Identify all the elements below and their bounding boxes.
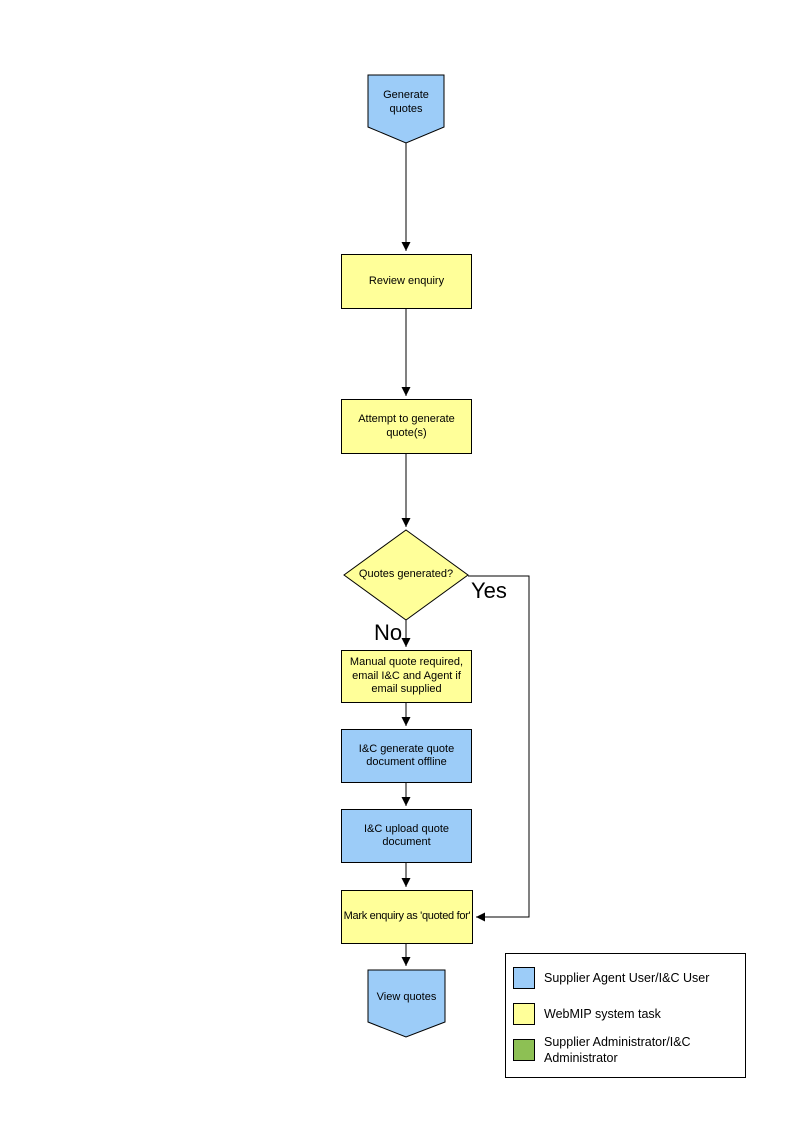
node-start-shape [367, 74, 445, 144]
legend-item-agent-user: Supplier Agent User/I&C User [513, 967, 740, 989]
legend-box: Supplier Agent User/I&C User WebMIP syst… [505, 953, 746, 1078]
legend-swatch-green [513, 1039, 535, 1061]
node-manual-quote: Manual quote required, email I&C and Age… [341, 650, 472, 703]
node-generate-offline: I&C generate quote document offline [341, 729, 472, 783]
yes-branch-label: Yes [471, 578, 507, 603]
node-review-enquiry: Review enquiry [341, 254, 472, 309]
node-upload-document: I&C upload quote document [341, 809, 472, 863]
legend-label-administrator: Supplier Administrator/I&C Administrator [544, 1035, 691, 1065]
node-mark-quoted: Mark enquiry as 'quoted for' [341, 890, 473, 944]
legend-label-system-task: WebMIP system task [544, 1007, 661, 1021]
no-branch-label: No [374, 620, 403, 645]
legend-item-administrator: Supplier Administrator/I&C Administrator [513, 1034, 740, 1066]
legend-item-system-task: WebMIP system task [513, 1003, 740, 1025]
node-decision-shape [343, 529, 469, 621]
connector-yes-branch [468, 575, 530, 922]
legend-label-agent-user: Supplier Agent User/I&C User [544, 971, 710, 985]
legend-swatch-blue [513, 967, 535, 989]
node-end-shape [367, 969, 446, 1038]
node-attempt-generate: Attempt to generate quote(s) [341, 399, 472, 454]
legend-swatch-yellow [513, 1003, 535, 1025]
